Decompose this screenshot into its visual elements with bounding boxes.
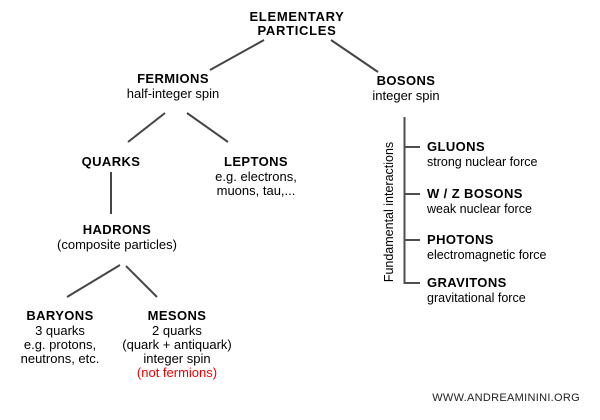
edge-root-fermions: [209, 39, 265, 71]
photons-subtitle: electromagnetic force: [427, 248, 547, 262]
edge-root-bosons: [330, 39, 379, 73]
node-mesons: MESONS 2 quarks (quark + antiquark) inte…: [122, 308, 231, 380]
bosons-subtitle: integer spin: [372, 88, 440, 103]
node-quarks: QUARKS: [82, 154, 141, 169]
wz-bosons-subtitle: weak nuclear force: [427, 202, 532, 216]
force-item-gravitons: GRAVITONS gravitational force: [427, 275, 526, 306]
node-hadrons: HADRONS (composite particles): [57, 222, 177, 252]
tree-edges: [66, 39, 379, 298]
quarks-title: QUARKS: [81, 154, 141, 169]
node-bosons: BOSONS integer spin: [372, 73, 439, 103]
leptons-title: LEPTONS: [224, 154, 288, 169]
force-item-gluons: GLUONS strong nuclear force: [427, 139, 537, 170]
interactions-axis-label: Fundamental interactions: [382, 141, 396, 283]
mesons-title: MESONS: [147, 308, 207, 323]
fermions-subtitle: half-integer spin: [126, 86, 220, 101]
gluons-subtitle: strong nuclear force: [427, 155, 538, 169]
gluons-title: GLUONS: [427, 139, 486, 154]
baryons-detail-line1: 3 quarks: [35, 323, 85, 338]
fermions-title: FERMIONS: [137, 71, 209, 86]
root-title-line1: ELEMENTARY: [249, 9, 345, 24]
node-baryons: BARYONS 3 quarks e.g. protons, neutrons,…: [21, 308, 100, 366]
mesons-detail-line2: (quark + antiquark): [122, 337, 232, 352]
website-watermark: WWW.ANDREAMININI.ORG: [432, 392, 580, 404]
baryons-detail-line3: neutrons, etc.: [20, 351, 100, 366]
force-item-wz-bosons: W / Z BOSONS weak nuclear force: [427, 186, 532, 217]
hadrons-subtitle: (composite particles): [57, 237, 177, 252]
node-elementary-particles: ELEMENTARY PARTICLES: [249, 10, 344, 38]
edge-fermions-quarks: [127, 112, 166, 143]
bosons-title: BOSONS: [376, 73, 436, 88]
force-item-photons: PHOTONS electromagnetic force: [427, 232, 547, 263]
edge-hadrons-baryons: [66, 264, 121, 298]
baryons-detail-line2: e.g. protons,: [23, 337, 97, 352]
photons-title: PHOTONS: [427, 232, 494, 247]
leptons-example-line2: muons, tau,...: [216, 183, 296, 198]
gravitons-title: GRAVITONS: [427, 275, 507, 290]
mesons-not-fermions-note: (not fermions): [136, 365, 218, 380]
edge-fermions-leptons: [186, 112, 229, 143]
leptons-example-line1: e.g. electrons,: [215, 169, 297, 184]
gravitons-subtitle: gravitational force: [427, 291, 526, 305]
root-title-line2: PARTICLES: [257, 23, 337, 38]
wz-bosons-title: W / Z BOSONS: [427, 186, 523, 201]
baryons-title: BARYONS: [26, 308, 94, 323]
hadrons-title: HADRONS: [82, 222, 152, 237]
node-leptons: LEPTONS e.g. electrons, muons, tau,...: [215, 154, 297, 198]
mesons-detail-line3: integer spin: [143, 351, 211, 366]
node-fermions: FERMIONS half-integer spin: [127, 71, 220, 101]
mesons-detail-line1: 2 quarks: [152, 323, 202, 338]
interactions-bracket: [403, 117, 420, 284]
edge-hadrons-mesons: [125, 265, 158, 298]
